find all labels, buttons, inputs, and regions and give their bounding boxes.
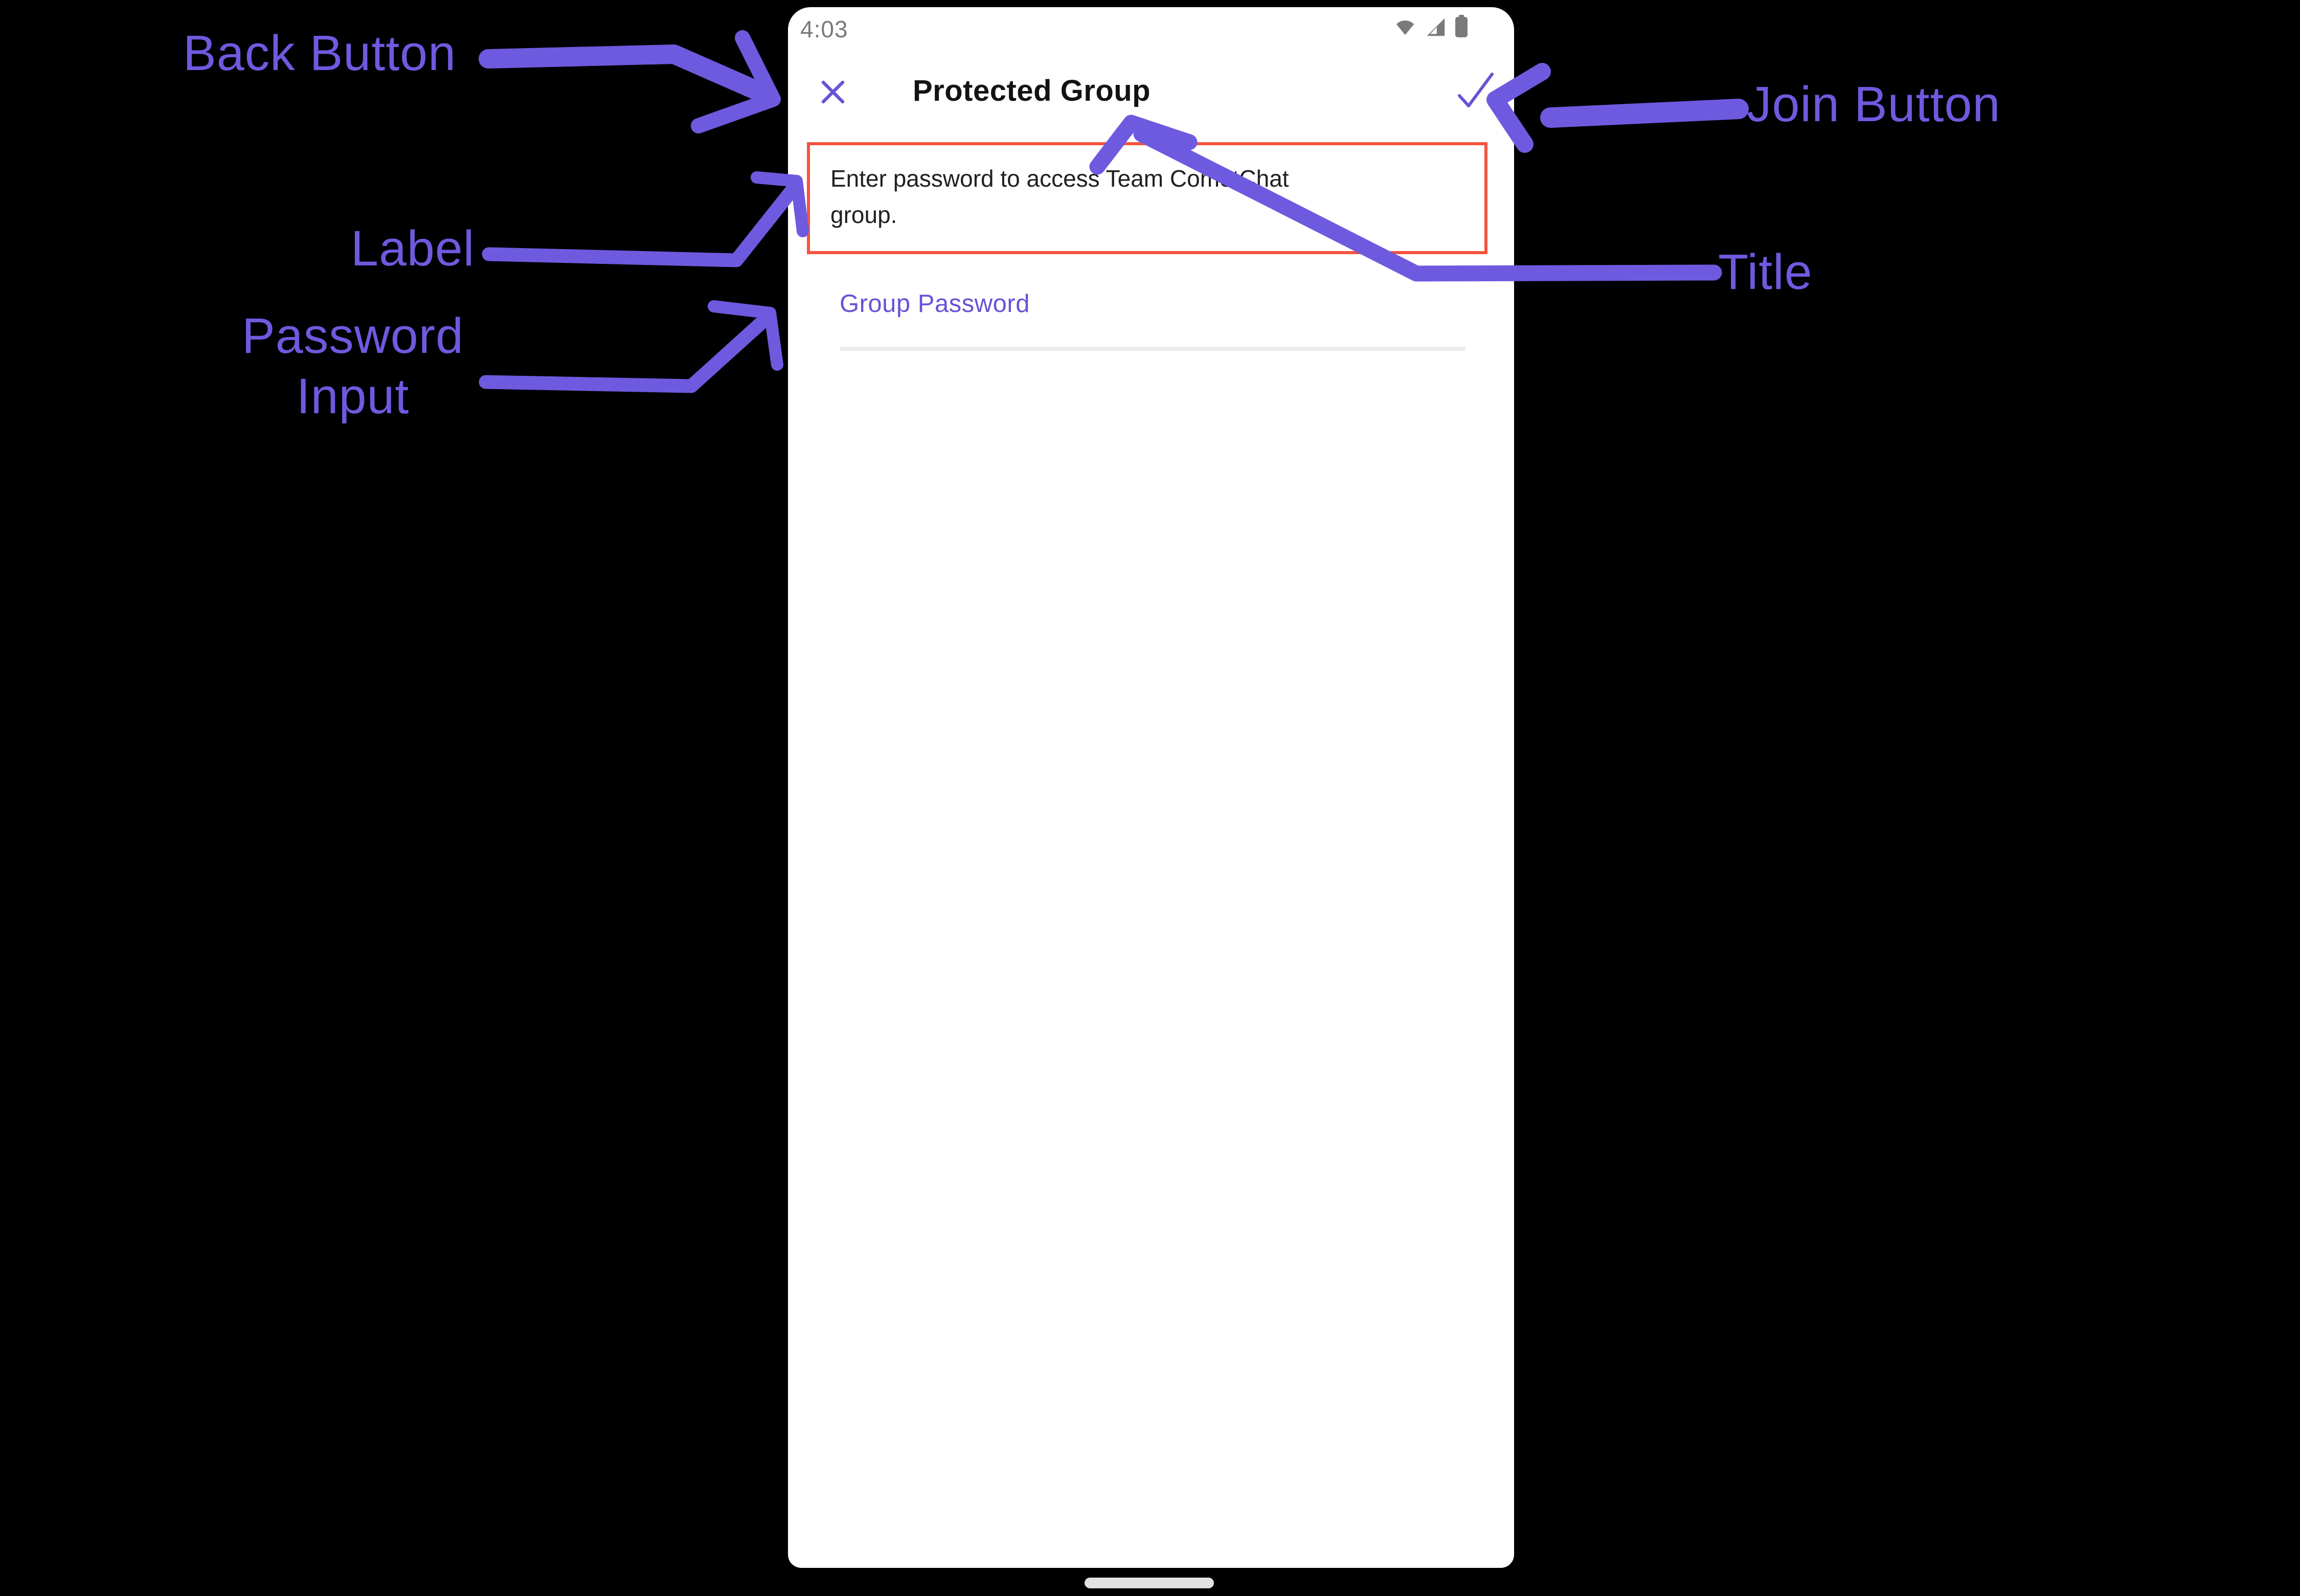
annotation-label-label: Label [351,220,475,276]
annotation-join-button-label: Join Button [1747,76,2001,132]
group-password-label: Group Password [840,290,1030,318]
checkmark-icon [1453,69,1497,116]
label-arrow [482,171,809,267]
description-label: Enter password to access Team CometChat … [810,145,1484,233]
annotation-password-input-line-1: Password [242,308,464,364]
close-x-icon [820,79,846,108]
join-button[interactable] [1451,68,1500,117]
annotation-back-button-label: Back Button [183,25,457,81]
annotation-password-input-label: Password Input [202,306,504,426]
description-highlight-box: Enter password to access Team CometChat … [807,142,1487,254]
annotation-title-label: Title [1718,244,1813,300]
description-line-2: group. [830,201,897,228]
status-icons [1393,14,1469,41]
wifi-icon [1393,15,1417,41]
annotation-password-input-line-2: Input [296,368,410,424]
description-line-1: Enter password to access Team CometChat [830,165,1289,192]
back-button[interactable] [813,73,853,114]
status-time: 4:03 [800,16,848,42]
join-button-arrow [1486,63,1749,153]
battery-icon [1454,14,1469,41]
signal-icon [1424,15,1447,41]
phone-screen: 4:03 [788,7,1514,1568]
password-input-arrow [479,300,783,393]
home-indicator-bar[interactable] [1085,1578,1214,1588]
back-button-arrow [479,30,781,133]
input-underline [840,347,1465,351]
page-title: Protected Group [913,74,1151,107]
group-password-input[interactable]: Group Password [840,289,1465,356]
